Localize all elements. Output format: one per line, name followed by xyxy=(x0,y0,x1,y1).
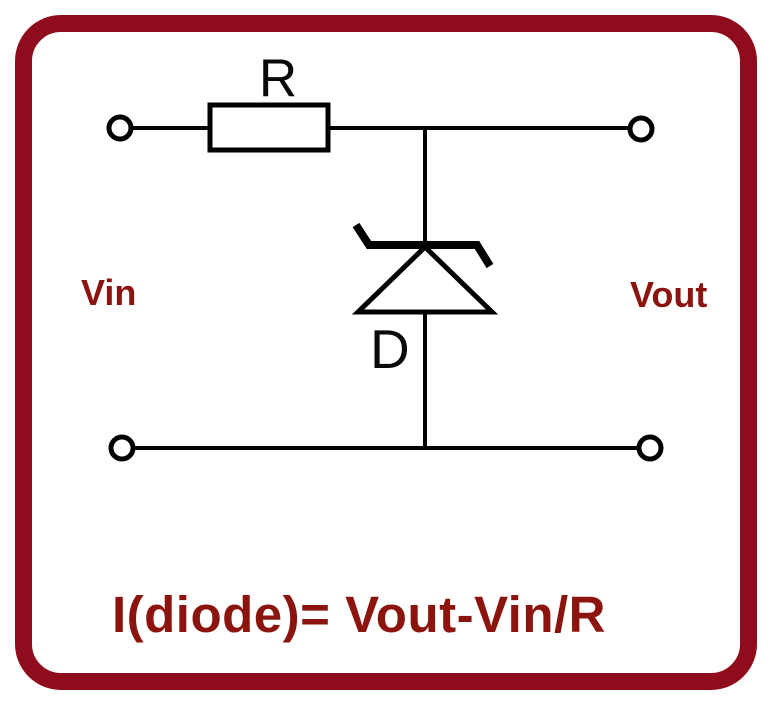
input-terminal-bottom xyxy=(108,434,136,462)
resistor-label: R xyxy=(259,49,297,108)
output-terminal-top xyxy=(627,115,655,143)
formula-text: I(diode)= Vout-Vin/R xyxy=(112,586,606,643)
zener-cathode-bar xyxy=(352,222,494,269)
vout-label: Vout xyxy=(630,274,707,315)
zener-anode-triangle xyxy=(351,243,499,315)
output-terminal-bottom xyxy=(636,434,664,462)
vin-label: Vin xyxy=(81,272,136,313)
diode-label: D xyxy=(370,318,410,380)
resistor-body xyxy=(207,102,331,153)
diagram-frame xyxy=(15,15,757,690)
input-terminal-top xyxy=(106,114,134,142)
